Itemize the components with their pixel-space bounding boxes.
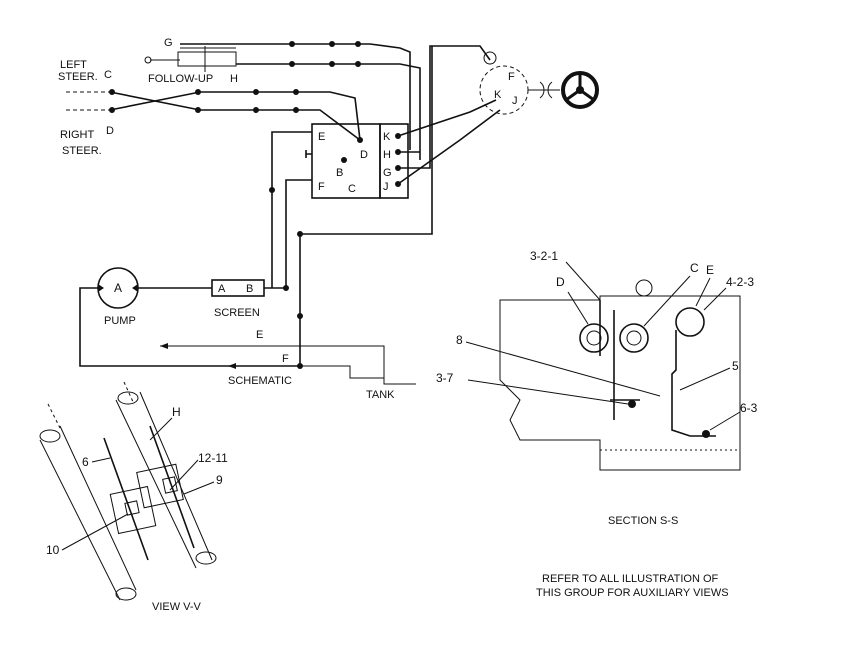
screen-b-label: B xyxy=(246,283,253,295)
note-line-2: THIS GROUP FOR AUXILIARY VIEWS xyxy=(536,587,729,599)
tank-lines: E F SCHEMATIC TANK xyxy=(160,329,416,401)
clamp-c xyxy=(619,279,653,353)
section-c-label: C xyxy=(690,261,699,275)
pump-a-label: A xyxy=(114,281,122,295)
clamp-e xyxy=(671,307,716,437)
section-title: SECTION S-S xyxy=(608,515,678,527)
valve-f-label: F xyxy=(318,181,325,193)
supply-lines xyxy=(269,131,312,369)
screen-filter: A B SCREEN xyxy=(211,279,286,319)
wheel-k-label: K xyxy=(494,89,502,101)
line-e-label: E xyxy=(256,329,263,341)
follow-up-cylinder: G FOLLOW-UP H xyxy=(144,37,238,85)
wheel-j-label: J xyxy=(512,95,518,107)
view-10-label: 10 xyxy=(46,543,60,557)
note-line-1: REFER TO ALL ILLUSTRATION OF xyxy=(542,573,719,585)
clamp-d xyxy=(579,300,609,356)
reference-note: REFER TO ALL ILLUSTRATION OF THIS GROUP … xyxy=(536,573,729,599)
steer-lines: LEFT STEER. C RIGHT STEER. D xyxy=(58,59,361,157)
view-title: VIEW V-V xyxy=(152,601,202,613)
section-6-3-label: 6-3 xyxy=(740,401,758,415)
pump: A PUMP xyxy=(79,267,300,367)
valve-to-wheel-lines xyxy=(397,45,501,185)
port-g-label: G xyxy=(164,37,173,49)
steering-unit: F K J xyxy=(479,51,560,115)
valve-j-label: J xyxy=(383,181,389,193)
view-12-11-label: 12-11 xyxy=(198,451,228,465)
section-3-2-1-label: 3-2-1 xyxy=(530,249,558,263)
right-steer-label-1: RIGHT xyxy=(60,129,95,141)
follow-up-lines xyxy=(180,41,421,160)
left-steer-label-2: STEER. xyxy=(58,71,98,83)
valve-k-label: K xyxy=(383,131,391,143)
line-f-label: F xyxy=(282,353,289,365)
view-v-v: H 12-11 6 9 10 VIEW V-V xyxy=(39,381,228,613)
left-steer-label-1: LEFT xyxy=(60,59,87,71)
section-8-label: 8 xyxy=(456,333,463,347)
section-d-label: D xyxy=(556,275,565,289)
valve-e-label: E xyxy=(318,131,325,143)
section-s-s: 3-2-1 D C E 4-2-3 8 5 3-7 6-3 SECTION S-… xyxy=(436,249,758,527)
port-c-label: C xyxy=(104,69,112,81)
follow-up-h-label: H xyxy=(230,73,238,85)
follow-up-label: FOLLOW-UP xyxy=(148,73,213,85)
view-9-label: 9 xyxy=(216,473,223,487)
valve-b-label: B xyxy=(336,167,343,179)
section-e-label: E xyxy=(706,263,714,277)
wheel-f-label: F xyxy=(508,71,515,83)
tank-label: TANK xyxy=(366,389,395,401)
valve-d-label: D xyxy=(360,149,368,161)
section-3-7-label: 3-7 xyxy=(436,371,454,385)
port-d-label: D xyxy=(106,125,114,137)
section-4-2-3-label: 4-2-3 xyxy=(726,275,754,289)
valve-c-label: C xyxy=(348,183,356,195)
right-steer-label-2: STEER. xyxy=(62,145,102,157)
screen-label: SCREEN xyxy=(214,307,260,319)
valve-h-label: H xyxy=(383,149,391,161)
schematic: G FOLLOW-UP H xyxy=(58,37,599,401)
view-6-label: 6 xyxy=(82,455,89,469)
control-valve: E F D B C K H G J xyxy=(305,123,409,199)
section-5-label: 5 xyxy=(732,359,739,373)
pump-label: PUMP xyxy=(104,315,136,327)
valve-g-label: G xyxy=(383,167,392,179)
steering-wheel-icon xyxy=(561,71,599,109)
schematic-label: SCHEMATIC xyxy=(228,375,292,387)
screen-a-label: A xyxy=(218,283,226,295)
view-h-label: H xyxy=(172,405,181,419)
